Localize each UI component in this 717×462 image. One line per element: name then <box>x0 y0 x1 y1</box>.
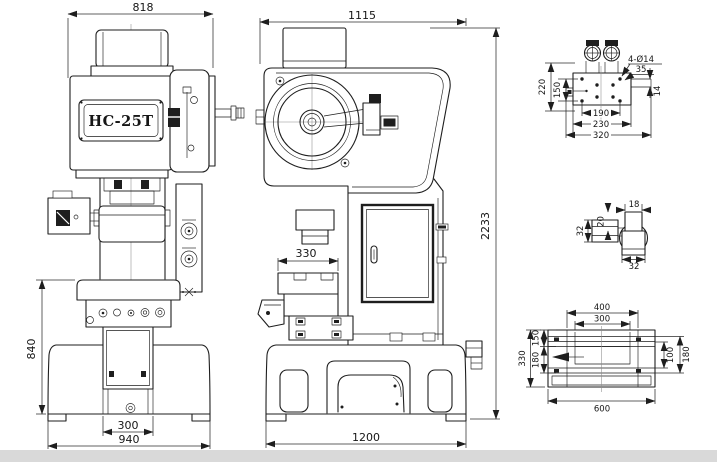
dim-text-2233: 2233 <box>479 212 492 240</box>
model-label-plate: HC-25T <box>78 99 164 142</box>
dim-shank-stem-height: 20 <box>597 203 612 240</box>
dim-front-pedal-width: 300 <box>102 416 154 436</box>
dim-front-overall-width: 818 <box>67 1 214 78</box>
front-view: HC-25T <box>25 1 245 450</box>
side-base <box>265 340 483 422</box>
dim-side-base-depth: 1200 <box>265 421 467 448</box>
dim-text-32-bottom: 32 <box>629 262 640 272</box>
dim-side-overall-depth: 1115 <box>259 9 467 64</box>
dim-text-150-left: 150 <box>532 330 542 346</box>
dim-side-overall-height: 2233 <box>430 27 500 420</box>
side-motor <box>282 27 347 69</box>
dim-shank-bottom-width: 32 <box>621 255 646 272</box>
dim-text-32-left: 32 <box>576 226 586 237</box>
side-crown <box>255 67 451 194</box>
dim-front-table-height: 840 <box>25 279 75 415</box>
page-edge-strip <box>0 450 717 462</box>
dim-text-940: 940 <box>119 433 140 446</box>
dim-text-230: 230 <box>593 120 609 130</box>
dim-text-35: 35 <box>636 65 647 75</box>
dim-bolster-left-dims: 150 180 330 <box>518 329 556 388</box>
side-view: 1115 2233 330 1200 <box>255 9 500 448</box>
dim-text-14: 14 <box>653 86 663 97</box>
dim-plate-height: 220 <box>538 62 575 112</box>
dim-text-190: 190 <box>593 109 609 119</box>
dim-bolster-right-dims: 100 180 <box>655 336 692 374</box>
front-table <box>76 279 181 328</box>
front-view-linework: HC-25T <box>47 24 245 422</box>
side-column <box>347 178 449 346</box>
dim-bolster-inner-width: 300 <box>574 315 631 330</box>
front-motor <box>90 29 174 77</box>
front-base <box>47 326 211 422</box>
dim-plate-bottom-dims: 190 230 320 <box>565 87 652 141</box>
dim-text-400: 400 <box>594 303 610 313</box>
side-crank-linkage <box>323 94 399 136</box>
dim-text-20: 20 <box>597 216 607 227</box>
dim-text-1200: 1200 <box>352 431 380 444</box>
section-arrow <box>552 352 569 362</box>
model-label: HC-25T <box>88 113 153 130</box>
foot-pedal <box>337 374 405 413</box>
dim-bolster-opening-width: 400 <box>566 303 639 328</box>
side-ram-and-table <box>257 209 354 341</box>
dim-text-150: 150 <box>553 82 563 98</box>
dim-bolster-overall-width: 600 <box>547 389 656 415</box>
dim-text-220: 220 <box>538 79 548 95</box>
detail-bolster-linework <box>547 326 656 392</box>
dim-text-100-right: 100 <box>666 347 676 363</box>
dim-front-base-width: 940 <box>47 421 211 450</box>
dim-shank-stem-width: 18 <box>616 200 651 214</box>
dim-text-180-left: 180 <box>532 352 542 368</box>
dim-text-330: 330 <box>296 247 317 260</box>
dim-text-818: 818 <box>133 1 154 14</box>
detail-top-plate-linework <box>565 40 652 120</box>
detail-bolster: 400 300 600 150 180 330 100 180 <box>518 303 692 415</box>
dim-side-table-depth: 330 <box>277 247 339 271</box>
side-flywheel <box>263 74 362 170</box>
dim-text-300: 300 <box>118 419 139 432</box>
dim-shank-side-height: 32 <box>576 219 594 243</box>
dim-text-840: 840 <box>25 339 38 360</box>
detail-top-plate: 4-Ø14 35 14 220 150 190 230 320 <box>538 40 663 141</box>
dim-plate-tab-thickness: 14 <box>646 68 663 98</box>
front-mid-section <box>47 177 203 297</box>
dim-plate-bolt-holes: 4-Ø14 <box>621 54 662 77</box>
dim-text-320: 320 <box>593 131 609 141</box>
side-cabinet-door <box>360 203 435 304</box>
dim-text-18: 18 <box>629 200 640 210</box>
dim-text-600: 600 <box>594 405 610 415</box>
detail-shank: 18 32 20 32 <box>576 200 651 272</box>
dim-text-300: 300 <box>594 315 610 325</box>
dim-text-4-d14: 4-Ø14 <box>628 54 654 65</box>
dim-text-180-right: 180 <box>682 346 692 362</box>
side-view-linework <box>255 27 483 422</box>
dim-text-330-left: 330 <box>518 350 528 366</box>
dim-text-1115: 1115 <box>348 9 376 22</box>
